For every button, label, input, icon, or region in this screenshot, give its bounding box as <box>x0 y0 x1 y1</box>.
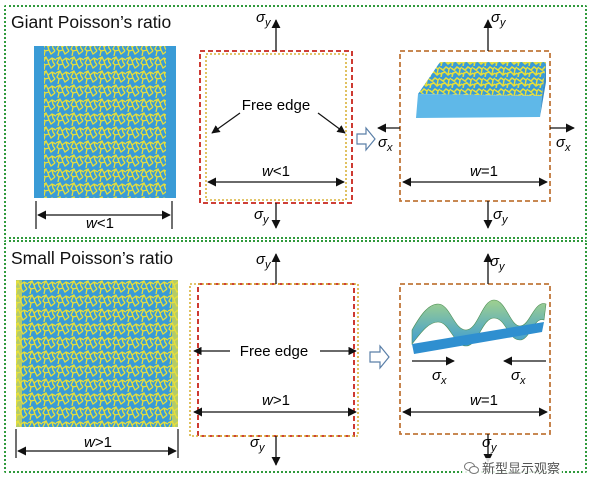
giant-frame-inner <box>205 53 347 201</box>
giant-frame-width-label: w<1 <box>262 163 290 180</box>
watermark: 新型显示观察 <box>462 458 563 477</box>
small-sample-width-label: w>1 <box>84 434 112 451</box>
giant-poisson-panel <box>4 5 587 239</box>
small-poisson-panel <box>4 240 587 473</box>
giant-transition-arrow-icon <box>356 126 376 152</box>
giant-sample-width-label: w<1 <box>86 215 114 232</box>
small-frame-outer <box>197 283 355 437</box>
giant-free-edge-pointer-right <box>317 112 346 134</box>
giant-free-edge-label: Free edge <box>242 97 310 114</box>
giant-film-sample <box>34 46 176 198</box>
giant-result-sigma-y-top-label: σy <box>491 9 507 29</box>
giant-3d-film <box>416 62 546 118</box>
small-sigma-y-bottom-label: σy <box>250 434 266 454</box>
giant-poisson-title: Giant Poisson’s ratio <box>11 12 172 32</box>
small-result-frame <box>399 283 551 435</box>
giant-result-sigma-x-left-label: σx <box>378 134 393 154</box>
small-film-sample <box>16 280 178 427</box>
giant-sigma-y-top-label: σy <box>256 9 272 29</box>
giant-sigma-y-bottom-label: σy <box>254 206 270 226</box>
small-frame-width-label: w>1 <box>262 392 290 409</box>
wechat-icon <box>464 461 479 474</box>
giant-result-sigma-x-right-label: σx <box>556 134 571 154</box>
small-result-sigma-x-left-label: σx <box>432 367 447 387</box>
small-free-edge-label: Free edge <box>240 343 308 360</box>
small-result-sigma-x-right-label: σx <box>511 367 526 387</box>
watermark-text: 新型显示观察 <box>482 462 561 477</box>
small-frame-inner <box>189 283 359 437</box>
giant-frame-outer <box>199 50 353 204</box>
giant-result-width-label: w=1 <box>470 163 498 180</box>
small-poisson-title: Small Poisson’s ratio <box>11 248 174 268</box>
giant-free-edge-pointer-left <box>211 112 241 134</box>
small-transition-arrow-icon <box>369 344 390 370</box>
small-sigma-y-top-label: σy <box>256 251 272 271</box>
small-result-width-label: w=1 <box>470 392 498 409</box>
small-result-sigma-y-bottom-label: σy <box>482 434 498 454</box>
giant-result-sigma-y-bottom-label: σy <box>493 206 509 226</box>
small-result-sigma-y-top-label: σy <box>490 253 506 273</box>
small-3d-wavy-film <box>411 299 547 354</box>
giant-result-frame <box>399 50 551 202</box>
